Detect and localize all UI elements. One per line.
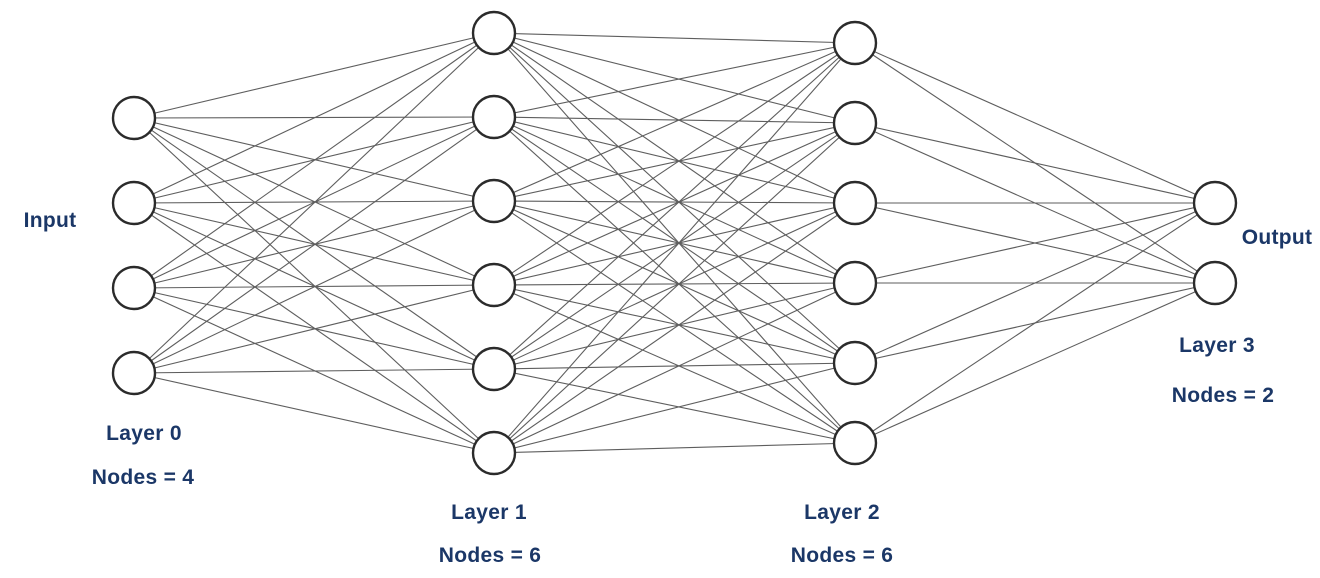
layer-name-label-3: Layer 3 (1179, 334, 1255, 357)
edge-line (493, 362, 856, 454)
layer-name-label-1: Layer 1 (451, 501, 527, 524)
output-label: Output (1242, 226, 1313, 249)
neuron-node-layer2-0 (832, 20, 878, 66)
edge-line (493, 116, 856, 204)
edge-line (493, 202, 856, 286)
input-label: Input (24, 209, 77, 232)
neuron-node-layer1-0 (471, 10, 517, 56)
edge-line (854, 202, 1216, 284)
edge-line (133, 284, 495, 374)
edge-line (493, 32, 856, 364)
edge-line (854, 122, 1216, 204)
edge-line (493, 122, 856, 202)
edge-line (493, 284, 856, 364)
edge-line (493, 200, 856, 284)
edge-line (493, 32, 856, 284)
node-count-label-0: Nodes = 4 (92, 466, 195, 489)
edge-line (493, 284, 856, 444)
neuron-node-layer1-5 (471, 430, 517, 476)
edge-line (493, 32, 856, 204)
neuron-node-layer0-1 (111, 180, 157, 226)
edge-line (493, 282, 856, 370)
edge-line (133, 116, 495, 374)
edge-line (854, 202, 1216, 444)
edge-line (493, 42, 856, 118)
edge-line (493, 32, 856, 444)
layer-name-label-0: Layer 0 (106, 422, 182, 445)
neuron-node-layer2-4 (832, 340, 878, 386)
neuron-node-layer1-2 (471, 178, 517, 224)
edge-line (493, 42, 856, 202)
edge-line (854, 42, 1216, 204)
edge-line (133, 372, 495, 454)
neuron-node-layer0-2 (111, 265, 157, 311)
edge-line (854, 202, 1216, 364)
edge-line (493, 200, 856, 364)
edge-line (493, 42, 856, 370)
layer-name-label-2: Layer 2 (804, 501, 880, 524)
edge-line (493, 116, 856, 284)
edge-line (493, 282, 856, 454)
edge-line (493, 362, 856, 370)
neuron-node-layer2-2 (832, 180, 878, 226)
edge-line (493, 200, 856, 444)
neuron-node-layer2-5 (832, 420, 878, 466)
node-count-label-3: Nodes = 2 (1172, 384, 1275, 407)
neuron-node-layer1-4 (471, 346, 517, 392)
edge-line (493, 42, 856, 454)
edge-line (493, 116, 856, 124)
edge-line (493, 122, 856, 454)
edge-line (493, 116, 856, 364)
edge-line (133, 32, 495, 289)
neuron-node-layer0-3 (111, 350, 157, 396)
edge-line (133, 32, 495, 204)
edge-line (493, 200, 856, 204)
edge-line (493, 42, 856, 286)
edges-group (133, 32, 1216, 454)
neuron-node-layer3-0 (1192, 180, 1238, 226)
edge-line (493, 32, 856, 124)
edge-line (493, 442, 856, 454)
edge-line (493, 32, 856, 44)
edge-line (493, 368, 856, 444)
edge-line (854, 282, 1216, 444)
nodes-group (111, 10, 1238, 476)
neuron-node-layer0-0 (111, 95, 157, 141)
edge-line (133, 368, 495, 374)
edge-line (493, 122, 856, 370)
edge-line (133, 32, 495, 119)
edge-line (493, 116, 856, 444)
edge-line (493, 122, 856, 286)
neuron-node-layer2-1 (832, 100, 878, 146)
neuron-node-layer1-3 (471, 262, 517, 308)
neuron-node-layer1-1 (471, 94, 517, 140)
node-count-label-1: Nodes = 6 (439, 544, 542, 567)
neuron-node-layer3-1 (1192, 260, 1238, 306)
edge-line (493, 202, 856, 370)
edge-line (493, 282, 856, 286)
neuron-node-layer2-3 (832, 260, 878, 306)
node-count-label-2: Nodes = 6 (791, 544, 894, 567)
edge-line (133, 200, 495, 374)
edge-line (133, 32, 495, 374)
edge-line (493, 202, 856, 454)
